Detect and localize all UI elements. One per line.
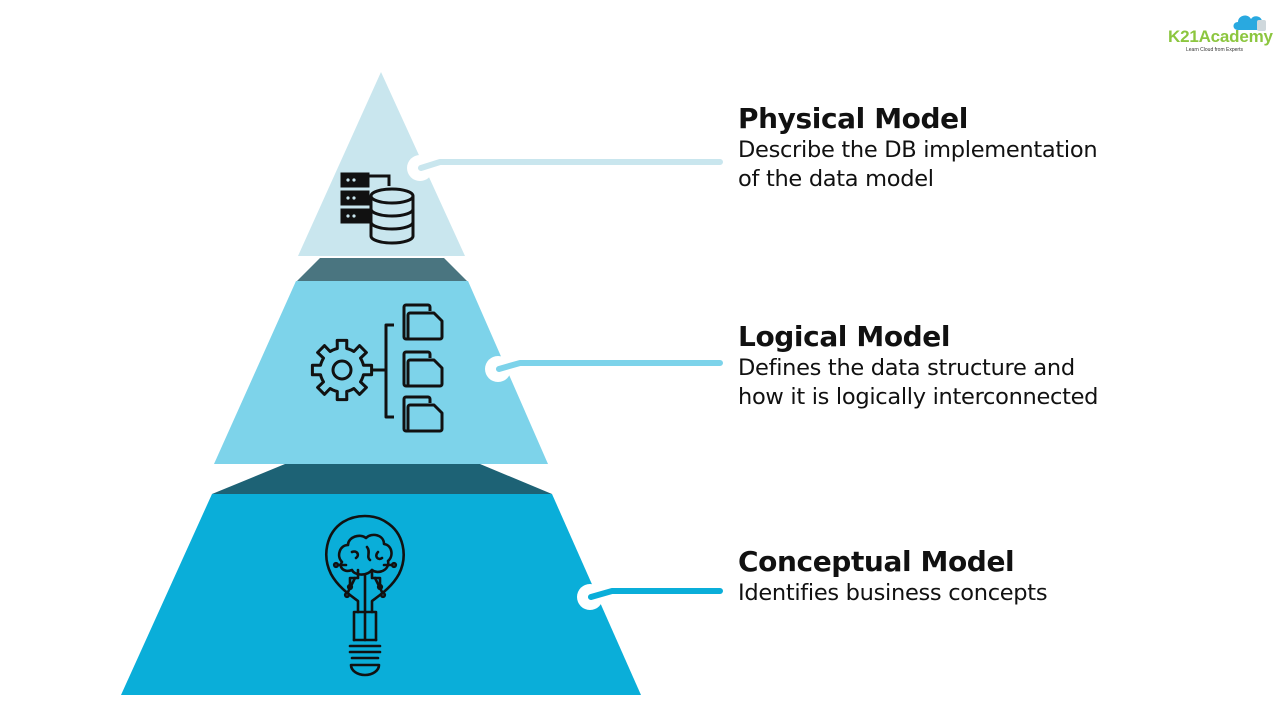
tier-logical [214, 281, 548, 464]
gear-folder-hierarchy-icon [310, 303, 444, 433]
label-logical-model: Logical Model Defines the data structure… [738, 320, 1098, 412]
tier-separator-shadow [297, 258, 467, 281]
tier-description-line: Identifies business concepts [738, 580, 1048, 606]
cloud-database-icon [1233, 15, 1266, 31]
tier-physical [298, 72, 465, 256]
folder-icon [402, 350, 444, 388]
connector-conceptual [577, 584, 723, 610]
logo-suffix: Academy [1198, 27, 1273, 46]
tier-description-line: how it is logically interconnected [738, 384, 1099, 410]
database-server-icon [340, 172, 415, 245]
tier-title: Conceptual Model [738, 545, 1015, 578]
label-physical-model: Physical Model Describe the DB implement… [738, 102, 1098, 194]
connector-physical [407, 155, 723, 181]
connector-logical [485, 356, 723, 382]
tier-separator-shadow [212, 464, 552, 494]
logo-wordmark: K21Academy [1168, 27, 1273, 47]
tier-title: Logical Model [738, 320, 951, 353]
tier-title: Physical Model [738, 102, 968, 135]
logo-prefix: K21 [1168, 27, 1199, 46]
k21academy-logo: K21Academy Learn Cloud from Experts [1166, 10, 1273, 54]
folder-icon [402, 395, 444, 433]
folder-icon [402, 303, 444, 341]
tier-description-line: of the data model [738, 166, 934, 192]
logo-tagline: Learn Cloud from Experts [1186, 47, 1243, 53]
tier-description-line: Defines the data structure and [738, 355, 1075, 381]
label-conceptual-model: Conceptual Model Identifies business con… [738, 545, 1048, 608]
tier-description-line: Describe the DB implementation [738, 137, 1098, 163]
brain-lightbulb-icon [325, 514, 405, 677]
